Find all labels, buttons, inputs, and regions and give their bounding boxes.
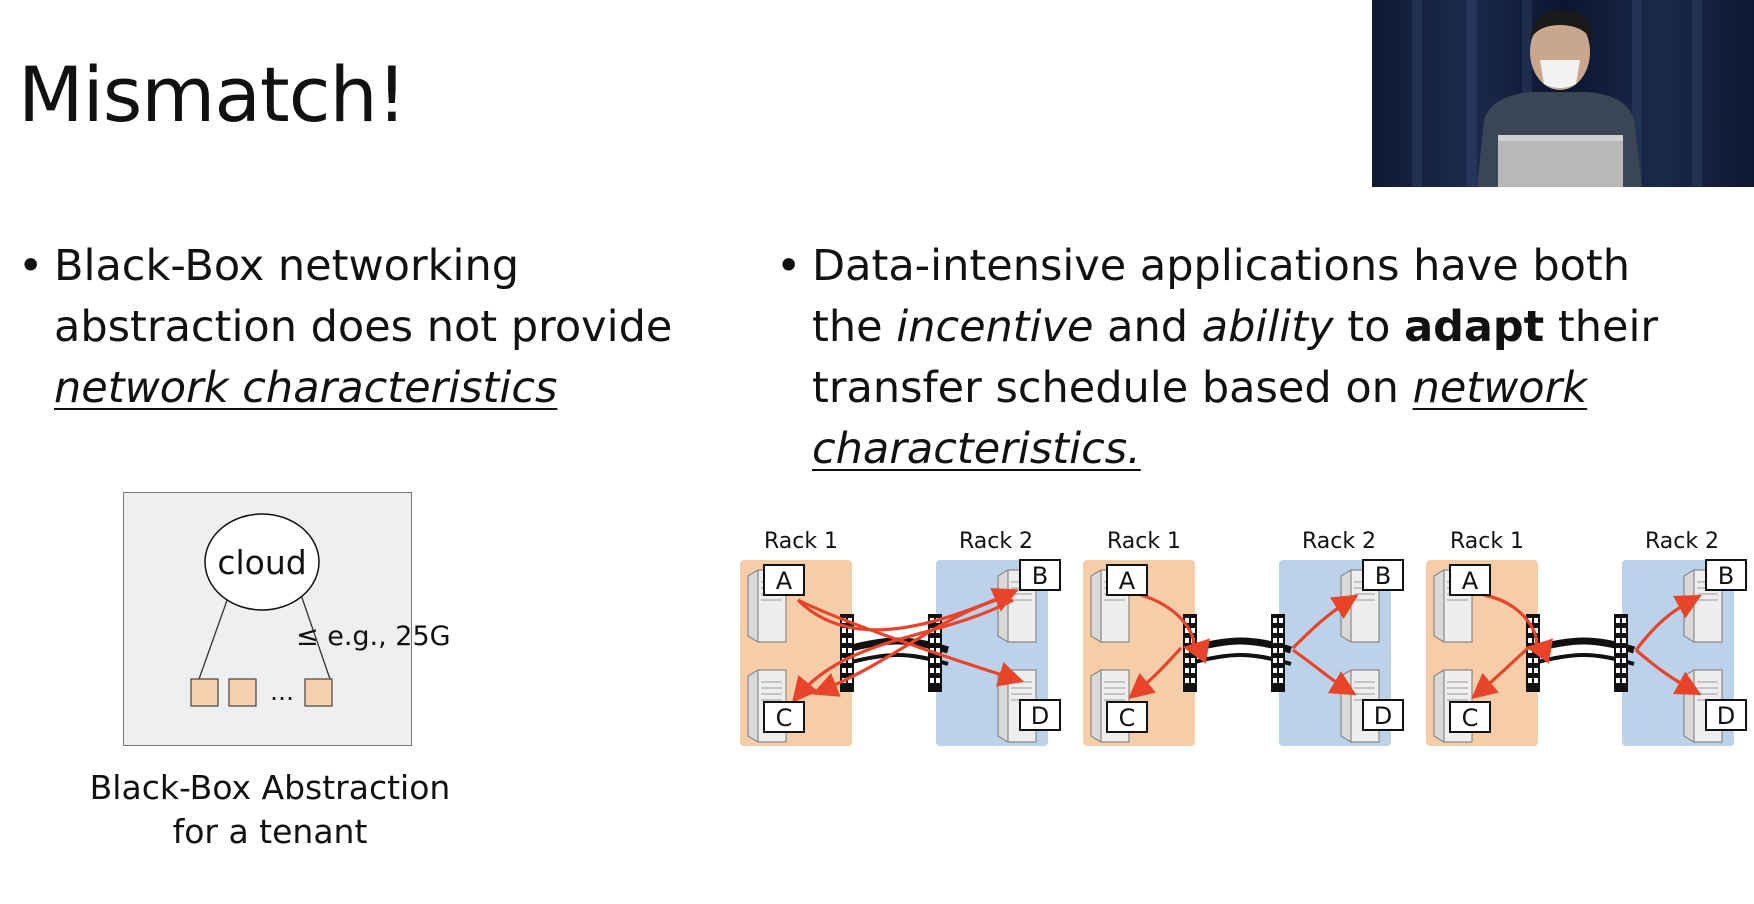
cloud-node (204, 513, 320, 611)
caption-line: Black-Box Abstraction (89, 768, 451, 807)
node-box (1705, 559, 1747, 591)
cloud-link-line (198, 591, 231, 680)
adapt-word: adapt (1404, 302, 1545, 352)
bullet-line: the incentive and ability to adapt their (812, 297, 1732, 358)
speaker-video (1372, 0, 1754, 187)
node-label: B (1032, 562, 1048, 590)
cloud-label: cloud (217, 543, 306, 582)
flow-arrow (1292, 648, 1357, 696)
node-box (1449, 564, 1491, 596)
flow-arrow (1128, 646, 1183, 700)
bullet-line: Data-intensive applications have both (812, 241, 1631, 291)
flow-arrow (1471, 646, 1530, 700)
node-box (1362, 559, 1404, 591)
text-run: and (1093, 302, 1202, 352)
node-box (1106, 701, 1148, 733)
node-label: A (776, 567, 793, 595)
rack-left-label: Rack 1 (1450, 529, 1524, 554)
text-run: to (1333, 302, 1405, 352)
bullet-line: Black-Box networking (54, 241, 520, 291)
rack-left-label: Rack 1 (764, 529, 838, 554)
switch-icon (1614, 614, 1628, 692)
incentive-word: incentive (896, 302, 1094, 352)
flow-arrow (1291, 594, 1359, 650)
node-label: C (1119, 704, 1136, 732)
node-box (1362, 699, 1404, 731)
text-run: their (1544, 302, 1659, 352)
switch-icon (840, 614, 854, 692)
node-box (1106, 564, 1148, 596)
vm-box (304, 678, 333, 707)
flow-arrow (797, 598, 1025, 687)
flow-arrow (1140, 593, 1211, 664)
node-label: D (1717, 702, 1735, 730)
bullet-data-intensive: • Data-intensive applications have both … (776, 236, 1732, 480)
speaker-figure (1477, 10, 1642, 187)
switch-icon (1526, 614, 1540, 692)
node-label: C (776, 704, 793, 732)
vm-box (190, 678, 219, 707)
switch-icon (1271, 614, 1285, 692)
rack-right-label: Rack 2 (959, 529, 1033, 554)
node-box (1019, 559, 1061, 591)
network-link: network (1412, 363, 1588, 413)
node-box (1019, 699, 1061, 731)
node-label: D (1031, 702, 1049, 730)
text-run: transfer schedule based on (812, 363, 1413, 413)
bullet-dot: • (776, 241, 802, 291)
ellipsis: … (270, 678, 294, 706)
node-label: B (1375, 562, 1391, 590)
caption-line: for a tenant (172, 812, 368, 851)
bullet-blackbox: • Black-Box networking abstraction does … (18, 236, 734, 419)
node-label: C (1462, 704, 1479, 732)
rack-left-label: Rack 1 (1107, 529, 1181, 554)
node-label: B (1718, 562, 1734, 590)
text-run: the (812, 302, 897, 352)
rack-right-label: Rack 2 (1302, 529, 1376, 554)
network-characteristics-link: network characteristics (54, 363, 558, 413)
bullet-line: transfer schedule based on network (812, 358, 1732, 419)
node-box (1449, 701, 1491, 733)
vm-box (228, 678, 257, 707)
node-label: A (1462, 567, 1479, 595)
bandwidth-label: ≤ e.g., 25G (296, 621, 451, 652)
slide-title: Mismatch! (18, 50, 407, 139)
node-label: A (1119, 567, 1136, 595)
node-box (763, 564, 805, 596)
bullet-line: abstraction does not provide (54, 302, 673, 352)
blackbox-diagram-drawing: cloud ≤ e.g., 25G … (190, 513, 451, 707)
rack-diagram: Rack 1 Rack 2 A B C D (740, 529, 1061, 746)
bullet-dot: • (18, 241, 44, 291)
cloud-link-line (299, 591, 331, 680)
characteristics-link: characteristics. (812, 424, 1141, 474)
flow-arrow (1483, 593, 1554, 664)
flow-arrow (1634, 594, 1702, 651)
rack-diagram: Rack 1 Rack 2 A B C D (1426, 529, 1747, 746)
node-label: D (1374, 702, 1392, 730)
flow-arrow (812, 593, 1014, 697)
flow-arrow (1634, 648, 1702, 696)
blackbox-caption: Black-Box Abstraction for a tenant (70, 766, 470, 854)
node-box (1705, 699, 1747, 731)
rack-right-label: Rack 2 (1645, 529, 1719, 554)
node-box (763, 701, 805, 733)
ability-word: ability (1201, 302, 1334, 352)
rack-diagram: Rack 1 Rack 2 A B C D (1083, 529, 1404, 746)
